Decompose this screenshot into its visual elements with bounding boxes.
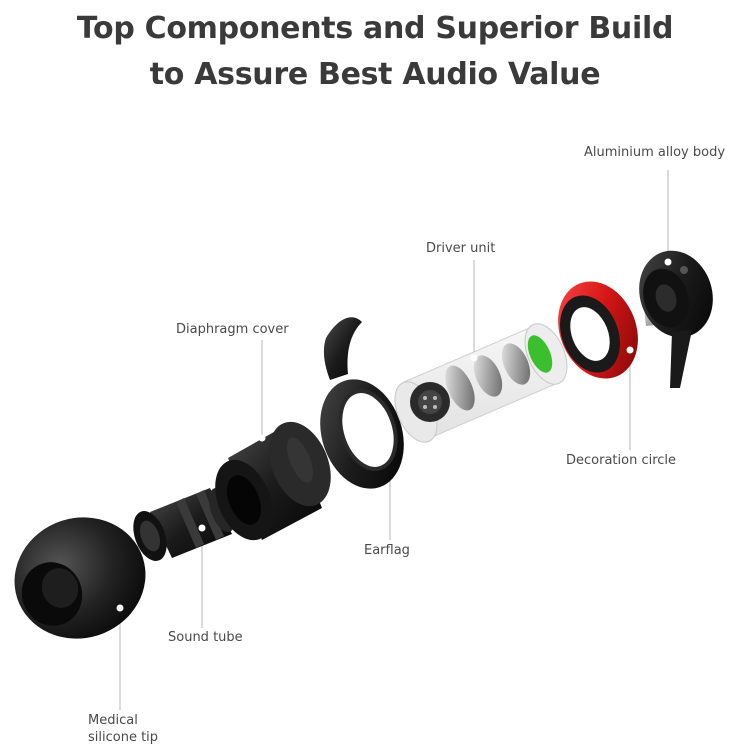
leader-dot-decoration-circle — [626, 346, 634, 354]
label-silicone-tip-line-2: silicone tip — [88, 730, 159, 745]
earflag-component — [320, 317, 404, 489]
leader-dot-silicone-tip — [116, 604, 124, 612]
aluminium-body-component — [639, 250, 713, 388]
driver-unit-component — [394, 323, 568, 443]
leader-dot-aluminium-body — [664, 258, 672, 266]
label-driver-unit: Driver unit — [426, 241, 496, 256]
decoration-circle-component — [558, 281, 638, 379]
leader-dot-sound-tube — [198, 524, 206, 532]
label-silicone-tip: Medical silicone tip — [88, 712, 158, 746]
label-decoration-circle: Decoration circle — [566, 453, 677, 468]
leader-dot-driver-unit — [470, 354, 478, 362]
label-silicone-tip-line-1: Medical — [88, 713, 138, 728]
leader-dot-earflag — [386, 436, 394, 444]
label-aluminium-body: Aluminium alloy body — [584, 145, 726, 160]
sound-tube-component — [133, 488, 235, 561]
label-sound-tube: Sound tube — [168, 630, 243, 645]
silicone-tip-component — [14, 517, 146, 639]
label-diaphragm-cover: Diaphragm cover — [176, 322, 289, 337]
title-line-1: Top Components and Superior Build — [76, 11, 674, 46]
title-line-2: to Assure Best Audio Value — [149, 57, 601, 92]
label-earflag: Earflag — [364, 543, 410, 558]
page-title: Top Components and Superior Build to Ass… — [0, 6, 750, 98]
leader-dot-diaphragm-cover — [258, 434, 266, 442]
diaphragm-cover-component — [215, 421, 331, 541]
